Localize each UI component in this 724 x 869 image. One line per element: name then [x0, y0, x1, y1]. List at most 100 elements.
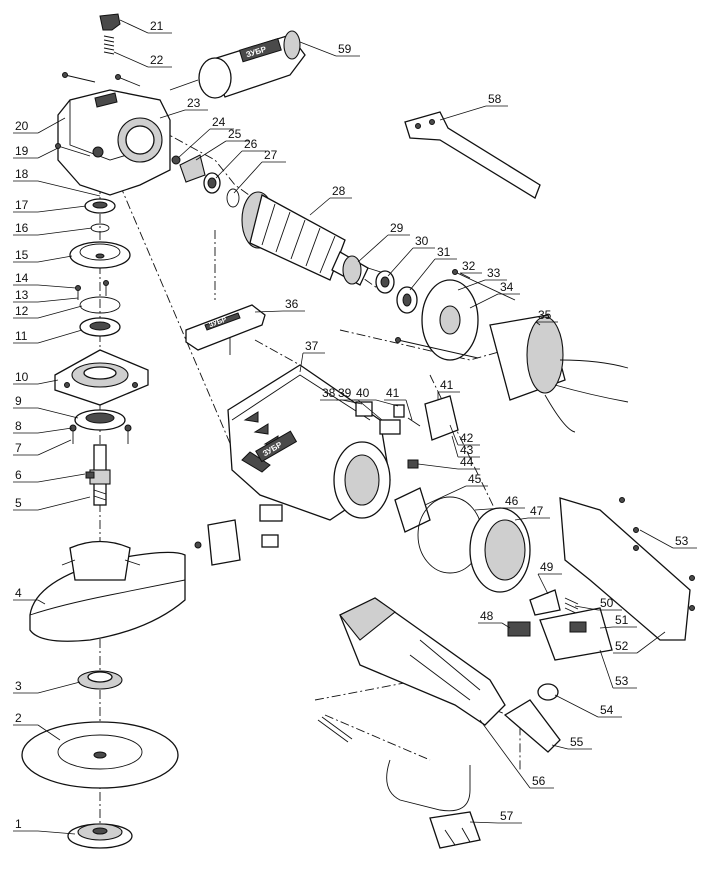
callout-leader	[13, 724, 61, 741]
callout-number: 4	[15, 586, 22, 600]
callout-27: 27	[233, 148, 286, 194]
callout-leader	[159, 109, 208, 119]
callout-26: 26	[215, 137, 266, 179]
part-31-bearing	[396, 286, 418, 314]
callout-leader	[13, 496, 91, 511]
callout-leader	[574, 605, 622, 611]
callout-number: 44	[460, 455, 474, 469]
callout-leader	[13, 329, 83, 344]
callout-number: 7	[15, 441, 22, 455]
callout-3: 3	[13, 679, 81, 694]
part-57-power-cord	[386, 759, 481, 849]
callout-leader	[478, 622, 511, 629]
callout-number: 37	[305, 339, 319, 353]
callout-59: 59	[299, 41, 360, 57]
callout-41: 41	[384, 386, 413, 421]
callout-number: 21	[150, 19, 164, 33]
callout-number: 13	[15, 288, 29, 302]
callout-leader	[13, 255, 73, 263]
part-56-rear-handle	[339, 597, 506, 726]
callout-6: 6	[13, 468, 86, 483]
callout-1: 1	[13, 817, 76, 835]
callout-leader	[13, 147, 59, 159]
callout-56: 56	[479, 719, 554, 789]
callout-leader	[439, 105, 508, 121]
callout-leader	[13, 180, 101, 197]
callout-leader	[469, 821, 522, 824]
lower-brush-parts	[194, 504, 283, 566]
callout-leader	[13, 205, 87, 213]
callout-number: 35	[538, 308, 552, 322]
callout-leader	[613, 631, 666, 654]
callout-10: 10	[13, 370, 59, 385]
callout-leader	[459, 272, 482, 279]
callout-47: 47	[514, 504, 550, 521]
callout-leader	[535, 321, 558, 326]
callout-8: 8	[13, 419, 73, 434]
callout-labels: 1234567891011121314151617181920212223242…	[13, 19, 697, 835]
callout-leader	[469, 293, 520, 309]
callout-number: 41	[386, 386, 400, 400]
callout-leader	[13, 297, 79, 303]
callout-number: 29	[390, 221, 404, 235]
callout-42: 42	[449, 424, 480, 446]
callout-leader	[119, 19, 172, 34]
callout-50: 50	[574, 596, 622, 611]
callout-number: 52	[615, 639, 629, 653]
callout-leader	[13, 227, 93, 236]
callout-7: 7	[13, 439, 72, 456]
callout-44: 44	[417, 455, 480, 470]
callout-leader	[514, 517, 550, 521]
callout-30: 30	[387, 234, 435, 277]
callout-leader	[299, 352, 325, 373]
part-38-40-brush-holders	[355, 401, 405, 435]
callout-53: 53	[599, 649, 637, 689]
callout-number: 57	[500, 809, 514, 823]
callout-2: 2	[13, 711, 61, 741]
callout-41: 41	[437, 378, 460, 400]
callout-46: 46	[474, 494, 525, 511]
callout-leader	[254, 310, 305, 313]
callout-leader	[13, 681, 81, 694]
callout-leader	[13, 830, 76, 835]
callout-number: 51	[615, 613, 629, 627]
callout-leader	[113, 51, 172, 68]
callout-number: 23	[187, 96, 201, 110]
part-22-spring	[103, 35, 115, 55]
callout-22: 22	[113, 51, 172, 68]
part-42-43-brush-cap	[424, 395, 459, 441]
callout-leader	[177, 128, 234, 159]
part-27-circlip	[226, 188, 240, 208]
callout-number: 11	[15, 329, 28, 343]
callout-31: 31	[409, 245, 457, 291]
callout-5: 5	[13, 496, 91, 511]
callout-leader	[554, 694, 622, 718]
part-51-switch	[539, 607, 613, 661]
callout-number: 46	[505, 494, 519, 508]
callout-number: 27	[264, 148, 278, 162]
callout-number: 22	[150, 53, 164, 67]
part-6-key	[85, 471, 95, 479]
callout-leader	[13, 284, 77, 289]
callout-number: 34	[500, 280, 514, 294]
callout-number: 3	[15, 679, 22, 693]
callout-leader	[449, 424, 480, 446]
callout-57: 57	[469, 809, 522, 824]
part-49-lever	[529, 589, 561, 616]
callout-number: 36	[285, 297, 299, 311]
callout-43: 43	[451, 435, 480, 458]
callout-number: 41	[440, 378, 454, 392]
callout-19: 19	[13, 144, 59, 159]
callout-51: 51	[599, 613, 637, 629]
part-54-cable-clamp	[537, 683, 559, 701]
callout-33: 33	[457, 266, 507, 291]
callout-leader	[479, 719, 554, 789]
callout-leader	[599, 626, 637, 629]
callout-leader	[437, 391, 460, 400]
part-53-handle-screws	[619, 497, 695, 611]
part-47-rear-cover	[469, 507, 531, 593]
part-1-flange-nut	[67, 823, 133, 849]
callout-4: 4	[13, 586, 46, 605]
callout-leader	[299, 41, 360, 57]
callout-15: 15	[13, 248, 73, 263]
